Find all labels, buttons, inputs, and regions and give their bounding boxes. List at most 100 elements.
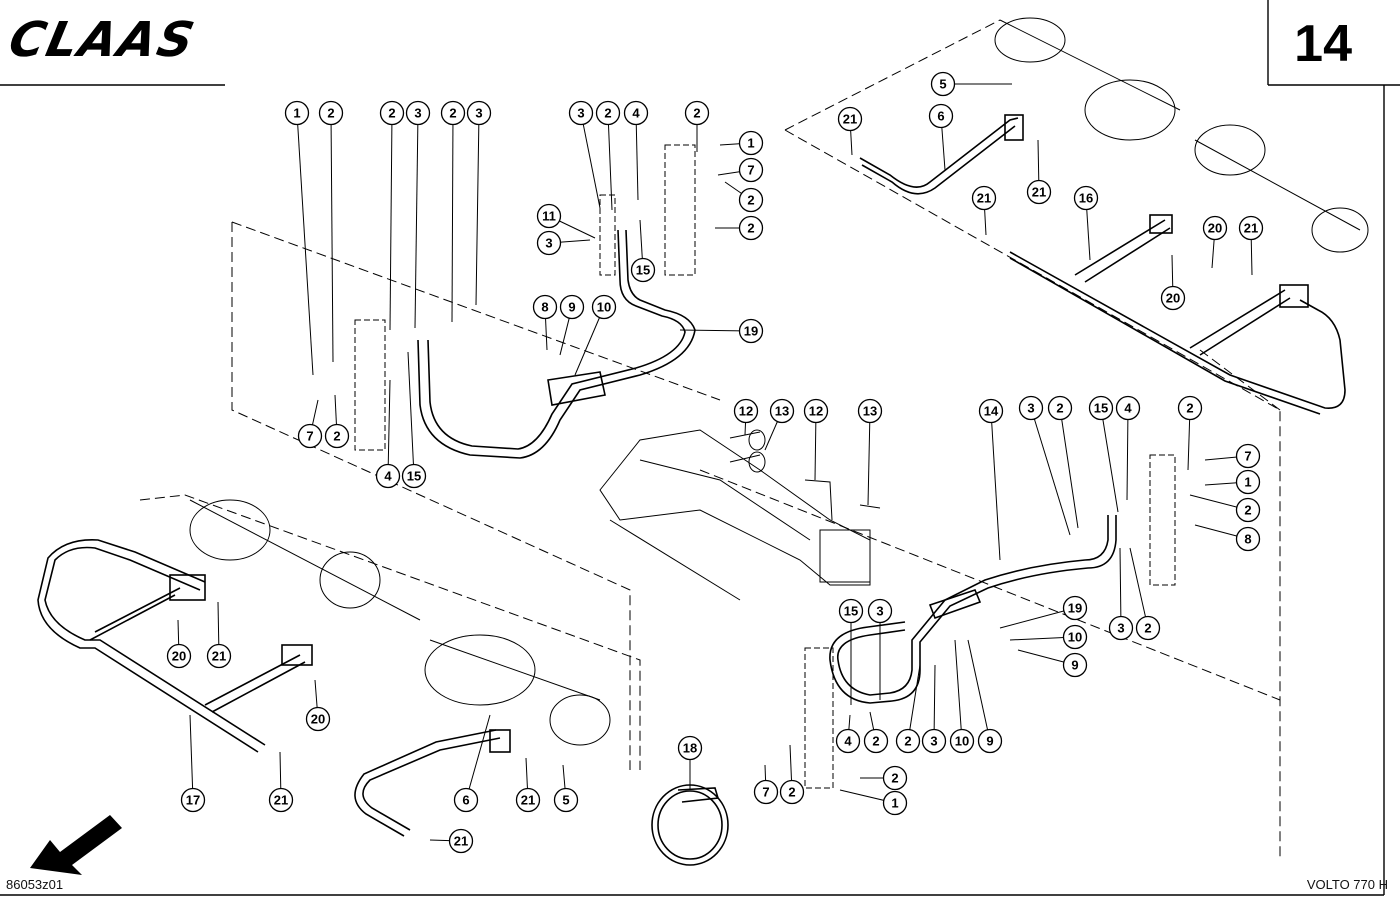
callout-number: 5 bbox=[562, 793, 569, 808]
callout-number: 2 bbox=[872, 734, 879, 749]
callout-number: 2 bbox=[333, 429, 340, 444]
callout-number: 7 bbox=[747, 163, 754, 178]
callout-number: 17 bbox=[186, 793, 200, 808]
callout-number: 15 bbox=[844, 604, 858, 619]
callout-right-group-8: 2 bbox=[1189, 494, 1261, 523]
callout-circle bbox=[1088, 395, 1114, 421]
callout-top-left-group-2: 2 bbox=[379, 100, 405, 331]
callout-right-group-3: 15 bbox=[1088, 395, 1119, 513]
callout-top-left-group-0: 1 bbox=[284, 100, 314, 376]
callout-top-center-group-13: 19 bbox=[679, 318, 764, 344]
callout-right-group-7: 1 bbox=[1204, 469, 1261, 495]
callout-number: 2 bbox=[449, 106, 456, 121]
callout-circle bbox=[753, 779, 779, 805]
part-6-rod-top bbox=[859, 114, 1024, 195]
callout-circle bbox=[536, 203, 562, 229]
callout-top-right-group-2: 21 bbox=[837, 106, 863, 156]
callout-right-group-20: 3 bbox=[921, 664, 947, 754]
callout-number: 2 bbox=[788, 785, 795, 800]
callout-number: 2 bbox=[1144, 621, 1151, 636]
part-18-clamp bbox=[651, 784, 729, 866]
callout-circle bbox=[769, 398, 795, 424]
callout-circle bbox=[448, 828, 474, 854]
callout-leader-line bbox=[574, 306, 605, 376]
callout-circle bbox=[466, 100, 492, 126]
callout-top-left-group-8: 4 bbox=[375, 379, 401, 489]
callout-right-group-4: 4 bbox=[1115, 395, 1141, 501]
callout-circle bbox=[738, 187, 764, 213]
callout-number: 15 bbox=[636, 263, 650, 278]
callout-leader-line bbox=[475, 112, 480, 306]
callout-top-right-group-5: 16 bbox=[1073, 185, 1099, 261]
callout-number: 21 bbox=[1032, 185, 1046, 200]
callout-top-right-group-3: 21 bbox=[1026, 139, 1052, 205]
callout-number: 9 bbox=[986, 734, 993, 749]
callout-leader-line bbox=[387, 379, 391, 477]
callout-number: 1 bbox=[747, 136, 754, 151]
callout-number: 21 bbox=[212, 649, 226, 664]
callout-number: 8 bbox=[541, 300, 548, 315]
callout-number: 2 bbox=[891, 771, 898, 786]
callout-leader-line bbox=[1129, 547, 1149, 629]
callout-circle bbox=[591, 294, 617, 320]
callout-number: 21 bbox=[1244, 221, 1258, 236]
callout-number: 15 bbox=[407, 469, 421, 484]
callout-top-center-group-10: 8 bbox=[532, 294, 558, 351]
callout-leader-line bbox=[1100, 407, 1119, 513]
callout-number: 3 bbox=[1117, 621, 1124, 636]
callout-circle bbox=[1177, 395, 1203, 421]
callout-circle bbox=[738, 130, 764, 156]
callout-right-group-12: 19 bbox=[999, 595, 1088, 629]
callout-circle bbox=[921, 728, 947, 754]
callout-top-center-group-2: 4 bbox=[623, 100, 649, 201]
callout-circle bbox=[867, 598, 893, 624]
callout-circle bbox=[453, 787, 479, 813]
callout-number: 3 bbox=[475, 106, 482, 121]
callout-circle bbox=[863, 728, 889, 754]
callout-bottom-left-group-6: 21 bbox=[515, 757, 541, 813]
callout-circle bbox=[379, 100, 405, 126]
callout-right-group-24: 2 bbox=[779, 744, 805, 805]
callout-circle bbox=[630, 257, 656, 283]
callout-number: 2 bbox=[1186, 401, 1193, 416]
callout-circle bbox=[1202, 215, 1228, 241]
callout-number: 3 bbox=[1027, 401, 1034, 416]
callout-right-group-2: 2 bbox=[1047, 395, 1079, 529]
callout-leader-line bbox=[967, 639, 991, 742]
callout-top-center-group-9: 2 bbox=[715, 215, 764, 241]
callout-circle bbox=[623, 100, 649, 126]
callout-circle bbox=[738, 318, 764, 344]
callout-right-group-9: 8 bbox=[1194, 524, 1261, 552]
callout-circle bbox=[1135, 615, 1161, 641]
callout-right-group-19: 2 bbox=[895, 664, 921, 754]
callout-circle bbox=[1108, 615, 1134, 641]
callout-leader-line bbox=[389, 112, 393, 331]
callout-circle bbox=[738, 215, 764, 241]
callout-top-center-group-1: 2 bbox=[595, 100, 621, 211]
callout-bottom-left-group-8: 21 bbox=[429, 828, 474, 854]
callout-number: 19 bbox=[1068, 601, 1082, 616]
callout-circle bbox=[401, 463, 427, 489]
callout-number: 21 bbox=[843, 112, 857, 127]
callout-circle bbox=[440, 100, 466, 126]
callout-right-group-11: 2 bbox=[1129, 547, 1161, 641]
callout-leader-line bbox=[1126, 407, 1129, 501]
callout-circle bbox=[405, 100, 431, 126]
callout-top-right-group-4: 21 bbox=[971, 185, 997, 236]
callout-number: 3 bbox=[414, 106, 421, 121]
callout-circle bbox=[1062, 595, 1088, 621]
callout-leader-line bbox=[451, 112, 454, 323]
callout-right-group-1: 3 bbox=[1018, 395, 1071, 536]
callout-right-group-5: 2 bbox=[1177, 395, 1203, 471]
callout-top-right-group-8: 20 bbox=[1202, 215, 1228, 269]
callout-circle bbox=[895, 728, 921, 754]
drawing-code: 86053z01 bbox=[6, 877, 64, 892]
callout-bottom-left-group-9: 18 bbox=[677, 735, 703, 790]
callout-number: 12 bbox=[809, 404, 823, 419]
callout-top-right-group-6: 20 bbox=[1160, 254, 1186, 311]
callout-circle bbox=[835, 728, 861, 754]
callout-center-group-0: 12 bbox=[733, 398, 759, 436]
callout-circle bbox=[568, 100, 594, 126]
